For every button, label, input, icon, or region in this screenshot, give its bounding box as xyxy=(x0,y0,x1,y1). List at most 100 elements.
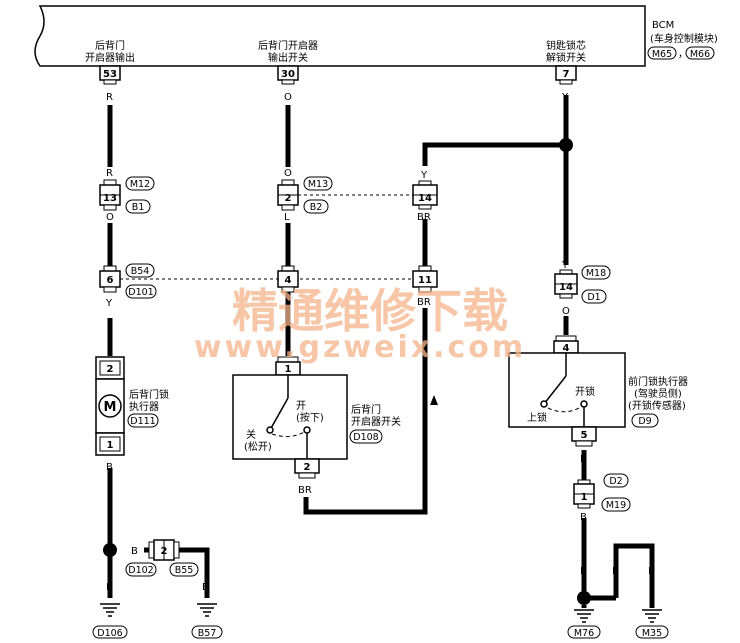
tag-b54 xyxy=(125,263,155,278)
switch-pin-top: 1 xyxy=(285,364,292,375)
front-actuator-label-3: (开锁传感器) xyxy=(628,399,686,412)
tag-m13 xyxy=(303,176,333,191)
tag-d1 xyxy=(581,289,607,304)
tag-d102 xyxy=(125,562,157,577)
wire-color-b54-bottom: Y xyxy=(105,298,113,309)
wire-color-m12-top: R xyxy=(106,168,113,179)
switch-open-label-1: 开 xyxy=(296,401,306,412)
tag-m12-label: M12 xyxy=(130,179,150,190)
terminal-30-pin: 30 xyxy=(281,69,295,80)
tag-m12 xyxy=(125,176,155,191)
wire-color-b55: B xyxy=(202,582,209,593)
wire-color-d2-top: B xyxy=(580,454,587,465)
tag-d2 xyxy=(603,473,629,488)
tag-b57-label: B57 xyxy=(198,628,217,639)
front-actuator-pin-bottom: 5 xyxy=(581,430,588,441)
terminal-30: 30 xyxy=(277,65,299,85)
tag-b2 xyxy=(303,199,329,214)
switch-label-1: 后背门 xyxy=(351,403,381,416)
switch-close-label-2: (松开) xyxy=(244,440,272,453)
tag-d102-label: D102 xyxy=(128,565,153,576)
wire-color-switch-out: BR xyxy=(298,485,312,496)
tag-d9 xyxy=(631,413,659,428)
bcm-separator: ， xyxy=(678,49,688,60)
connector-m12-pin: 13 xyxy=(103,193,117,204)
tag-m19 xyxy=(601,497,631,512)
terminal-53: 53 xyxy=(99,65,121,85)
bcm-connector-2-label: M66 xyxy=(690,49,710,60)
actuator-pin-bottom: 1 xyxy=(107,440,114,451)
motor-symbol: M xyxy=(104,400,117,415)
motor-icon xyxy=(98,394,122,418)
terminal-7-label-1: 钥匙锁芯 xyxy=(546,39,586,52)
connector-b54-pin: 6 xyxy=(107,275,114,286)
front-actuator-unlock-label: 开锁 xyxy=(575,385,595,398)
tag-b54-label: B54 xyxy=(131,266,150,277)
wire-color-ground-d106: B xyxy=(106,582,113,593)
connector-cross-14-pin: 14 xyxy=(418,193,432,204)
tag-d106 xyxy=(92,625,128,639)
tag-m76 xyxy=(567,625,601,639)
tag-b1 xyxy=(125,199,151,214)
wire-m35-loop xyxy=(613,543,655,608)
connector-m18: 14 xyxy=(554,269,578,299)
wire-b55-ground xyxy=(178,547,210,598)
terminal-30-label-2: 输出开关 xyxy=(268,51,308,64)
wire-color-m18-bottom: O xyxy=(562,306,570,317)
connector-d102-pin: 2 xyxy=(161,546,168,557)
connector-b54: 6 xyxy=(99,265,121,293)
terminal-53-label-1: 后背门 xyxy=(95,39,125,52)
connector-m13-pin: 2 xyxy=(285,193,292,204)
wire-color-cross-mid: BR xyxy=(417,212,431,223)
wire-color-m12-bottom: O xyxy=(106,212,114,223)
wire-color-7: Y xyxy=(561,92,569,103)
bcm-box xyxy=(34,5,646,67)
wire-color-53: R xyxy=(106,92,113,103)
wire-color-m76-1: B xyxy=(580,566,587,577)
bcm-name: BCM xyxy=(652,20,674,31)
tag-m18 xyxy=(581,265,611,280)
tag-d1-label: D1 xyxy=(587,292,600,303)
tag-b2-label: B2 xyxy=(310,202,323,213)
junction-dot-left xyxy=(103,543,117,557)
tag-m19-label: M19 xyxy=(606,500,626,511)
rear-door-lock-actuator: 2 M 1 xyxy=(95,356,125,456)
connector-m12: 13 xyxy=(99,179,121,211)
terminal-7: 7 xyxy=(555,65,577,85)
wire-color-left-below: B xyxy=(106,462,113,473)
actuator-label-2: 执行器 xyxy=(129,400,159,413)
wire-color-m13-top: O xyxy=(284,168,292,179)
wire-color-m76-2: B xyxy=(612,566,619,577)
wire-color-d2-bottom: B xyxy=(580,512,587,523)
tag-b1-label: B1 xyxy=(132,202,145,213)
ground-m35-icon xyxy=(642,609,662,623)
connector-cross-14: 14 xyxy=(412,180,438,210)
front-actuator-label-1: 前门锁执行器 xyxy=(628,375,688,388)
tag-d108 xyxy=(349,429,383,444)
switch-label-2: 开启器开关 xyxy=(351,415,401,428)
bcm-connector-1-label: M65 xyxy=(652,49,672,60)
terminal-30-label-1: 后背门开启器 xyxy=(258,39,318,52)
wire-color-cross-top: Y xyxy=(420,170,428,181)
connector-cross-11: 11 xyxy=(412,265,438,293)
tag-b55-label: B55 xyxy=(175,565,194,576)
connector-d102: 2 xyxy=(148,539,180,561)
tag-d108-label: D108 xyxy=(353,432,378,443)
front-actuator-lock-label: 上锁 xyxy=(527,411,547,424)
tag-m35 xyxy=(635,625,669,639)
terminal-7-label-2: 解锁开关 xyxy=(546,51,586,64)
ground-b57-icon xyxy=(197,603,217,617)
wire-color-m13-bottom: L xyxy=(284,212,290,223)
connector-mid-4: 4 xyxy=(277,265,299,293)
connector-m18-pin: 14 xyxy=(559,282,573,293)
front-actuator-pin-top: 4 xyxy=(563,343,570,354)
connector-cross-11-pin: 11 xyxy=(418,275,432,286)
wire-color-m18-top: Y xyxy=(561,260,569,271)
wire-color-30: O xyxy=(284,92,292,103)
bcm-connector-tag-2 xyxy=(685,46,715,60)
connector-m19-pin: 1 xyxy=(581,492,588,503)
front-door-lock-actuator: 4 5 xyxy=(508,335,626,447)
actuator-pin-top: 2 xyxy=(107,364,114,375)
connector-mid-4-pin: 4 xyxy=(285,275,292,286)
